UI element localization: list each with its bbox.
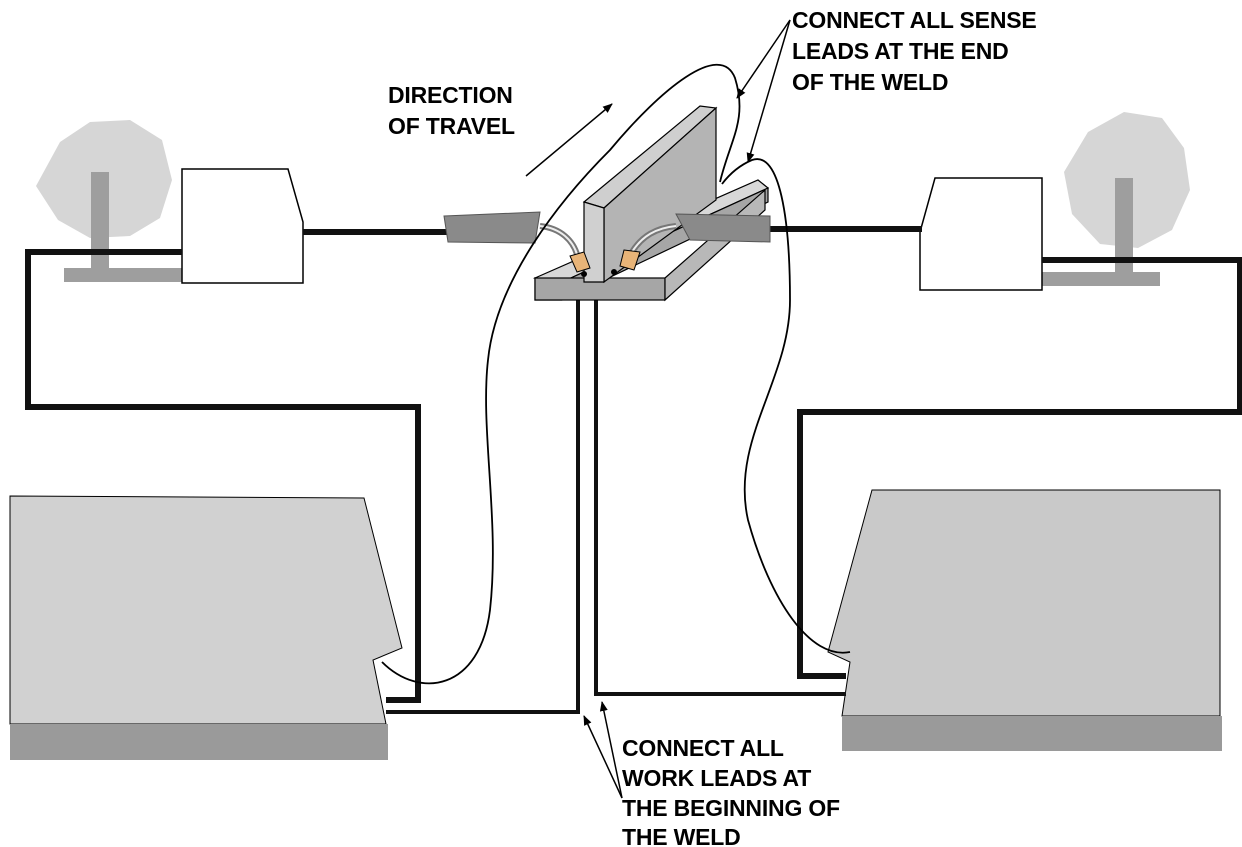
right-feeder-cable — [797, 257, 1242, 679]
work-line-3: THE BEGINNING OF — [622, 795, 840, 821]
direction-of-travel-arrow — [525, 103, 613, 177]
right-power-source — [827, 489, 1222, 751]
t-joint-workpiece — [532, 105, 770, 302]
right-power-source-base — [842, 716, 1222, 751]
sense-line-1: CONNECT ALL SENSE — [792, 7, 1037, 33]
left-spool-stand — [64, 268, 184, 282]
work-arrow-1 — [583, 715, 623, 799]
work-arrow-2 — [599, 701, 623, 799]
left-sense-lead — [381, 63, 741, 685]
direction-line-2: OF TRAVEL — [388, 113, 515, 139]
sense-leads-label: CONNECT ALL SENSE LEADS AT THE END OF TH… — [792, 7, 1043, 95]
left-power-source — [9, 495, 403, 760]
sense-arrow-1 — [736, 19, 791, 99]
left-wire-feeder — [181, 168, 304, 284]
work-line-1: CONNECT ALL — [622, 735, 784, 761]
right-wire-feeder — [919, 177, 1043, 291]
work-line-2: WORK LEADS AT — [622, 765, 811, 791]
direction-label: DIRECTION OF TRAVEL — [388, 82, 519, 139]
right-spool-post — [1115, 178, 1133, 278]
web-plate-front — [583, 201, 605, 283]
right-work-lead — [594, 300, 846, 696]
left-spool-post — [91, 172, 109, 272]
right-wire-spool — [1040, 112, 1190, 286]
work-leads-label: CONNECT ALL WORK LEADS AT THE BEGINNING … — [622, 735, 846, 847]
sense-line-3: OF THE WELD — [792, 69, 948, 95]
direction-line-1: DIRECTION — [388, 82, 513, 108]
right-spool-stand — [1040, 272, 1160, 286]
left-work-lead — [386, 300, 580, 714]
sense-line-2: LEADS AT THE END — [792, 38, 1009, 64]
sense-arrow-2 — [746, 19, 791, 163]
right-welding-gun — [611, 213, 771, 275]
work-line-4: THE WELD — [622, 824, 741, 847]
left-power-source-base — [10, 724, 388, 760]
left-wire-spool — [36, 120, 184, 282]
left-feeder-cable — [25, 249, 421, 703]
